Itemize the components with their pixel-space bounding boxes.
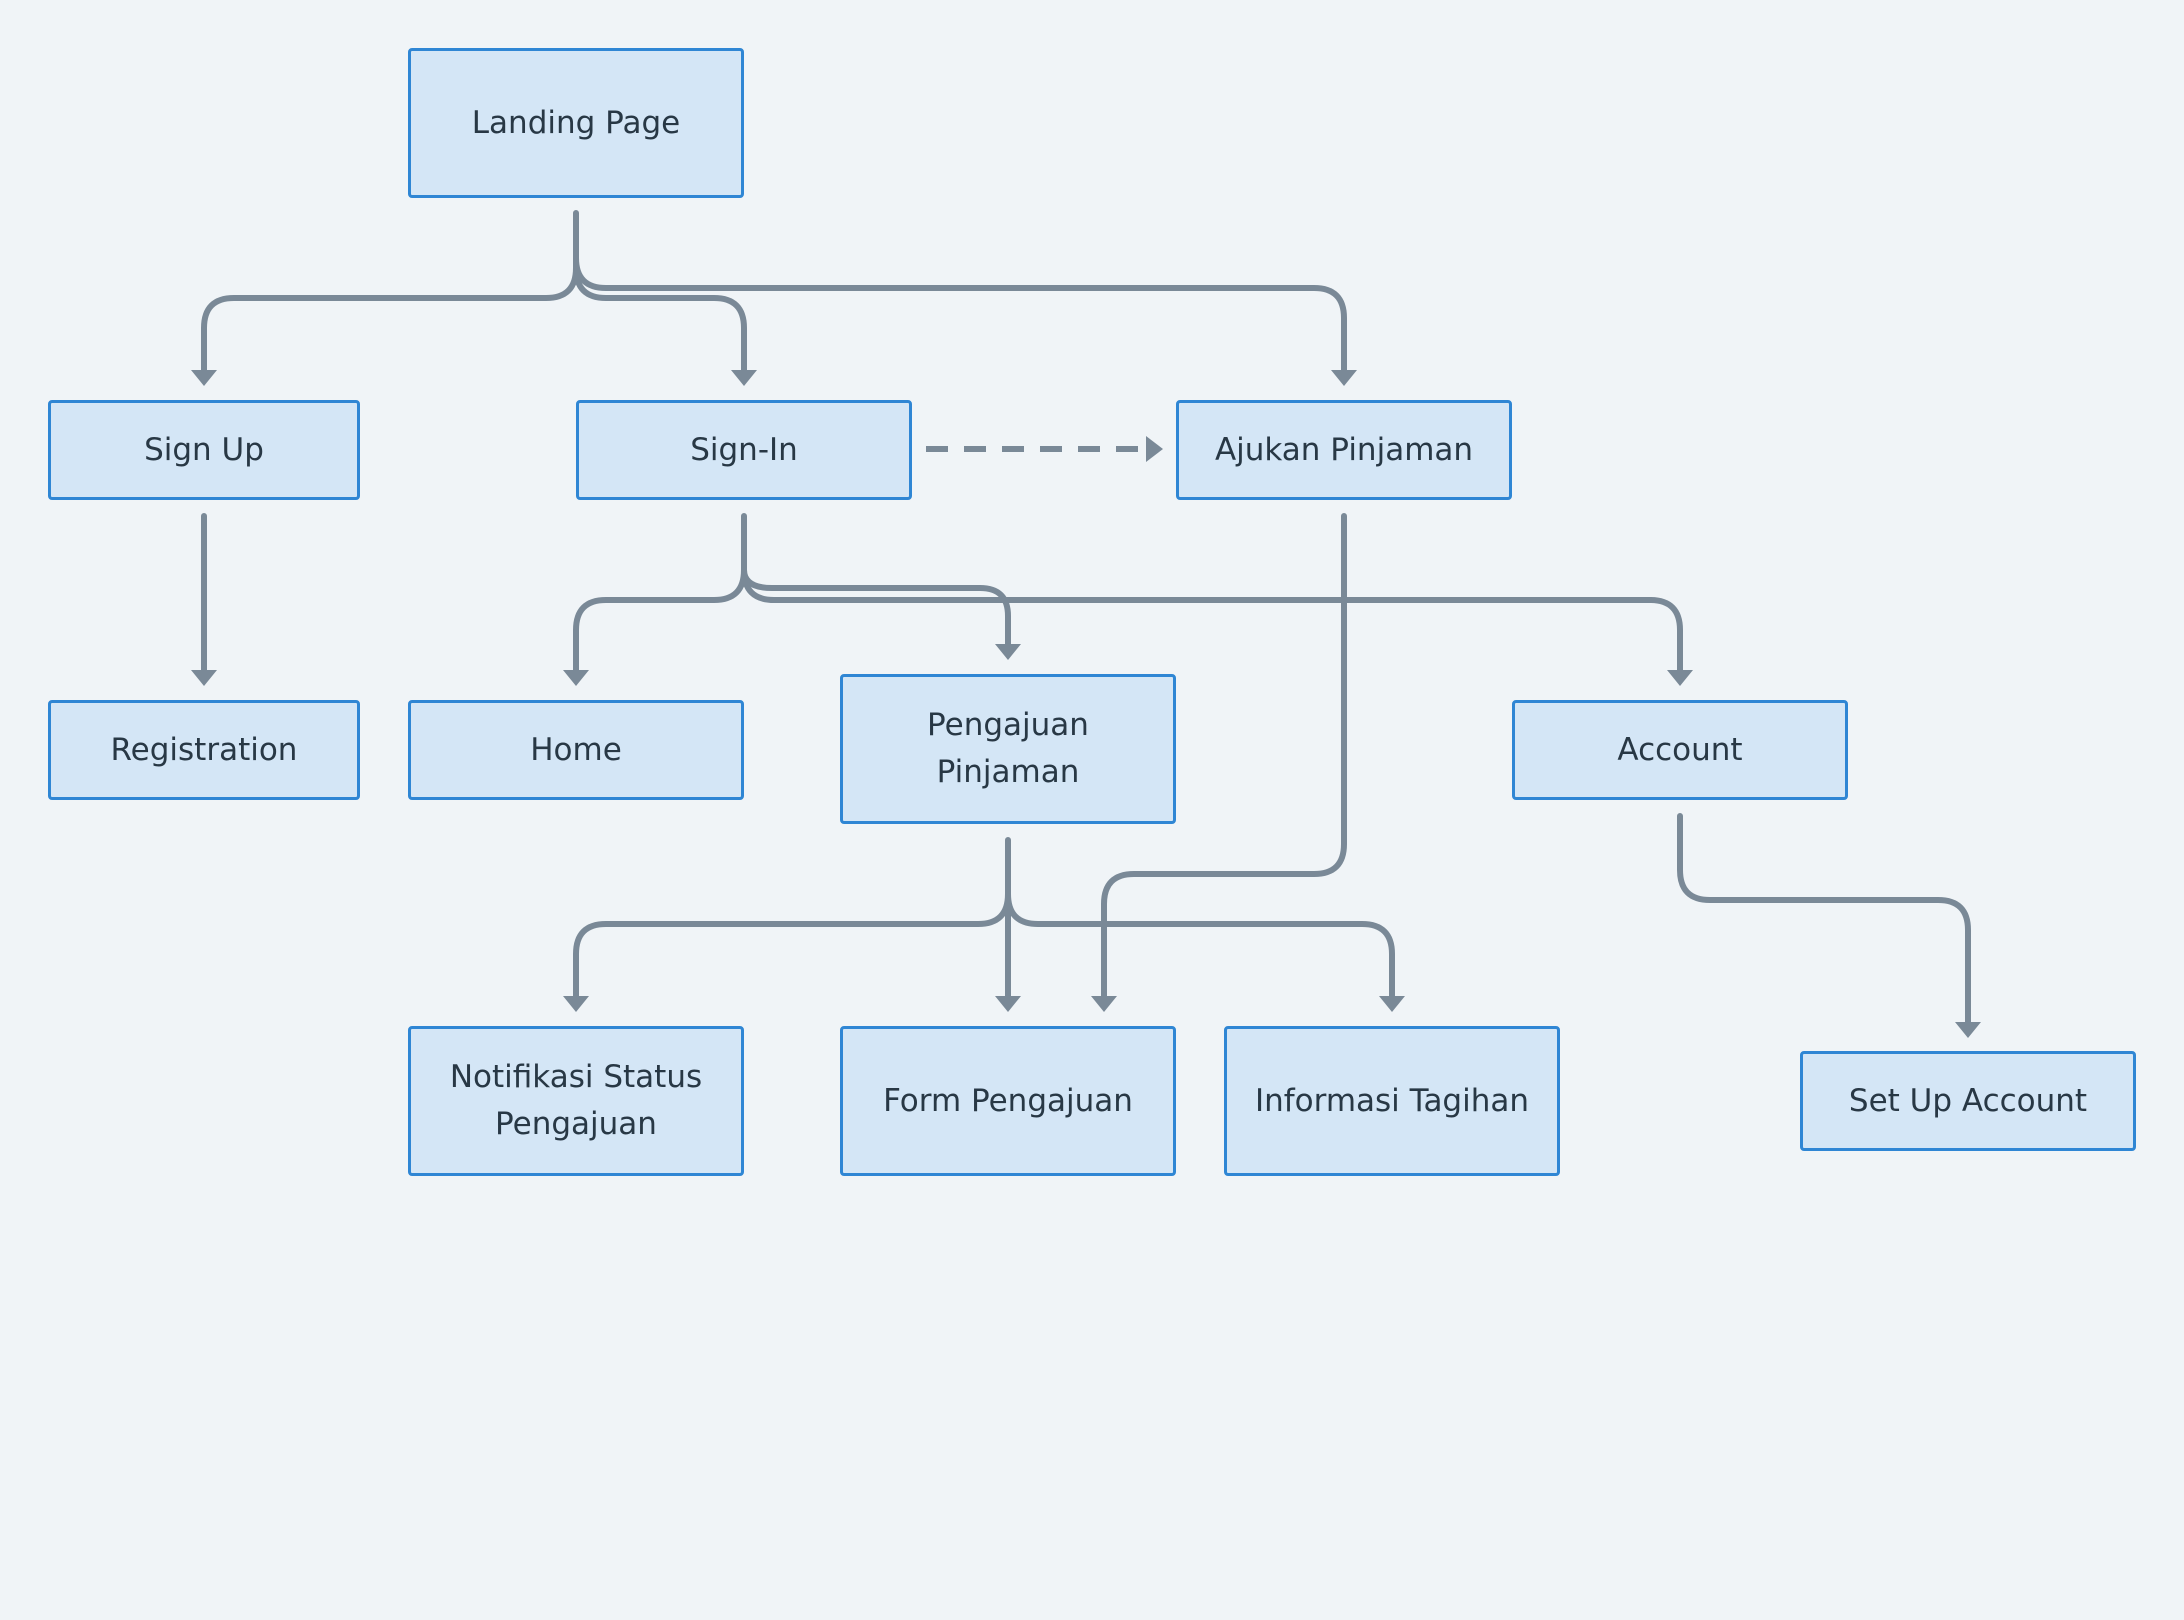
node-ajukan-pinjaman[interactable]: Ajukan Pinjaman (1176, 400, 1512, 500)
node-sign-in[interactable]: Sign-In (576, 400, 912, 500)
edge-pengajuan-to-notifikasi (563, 837, 1011, 1012)
node-form-pengajuan[interactable]: Form Pengajuan (840, 1026, 1176, 1176)
node-label: Account (1617, 731, 1743, 768)
edge-landing-to-signup (191, 210, 579, 386)
edge-landing-to-ajukan (573, 255, 1357, 386)
node-label: Home (530, 731, 622, 768)
edge-signin-to-account (741, 567, 1693, 686)
node-landing-page[interactable]: Landing Page (408, 48, 744, 198)
node-home[interactable]: Home (408, 700, 744, 800)
node-sign-up[interactable]: Sign Up (48, 400, 360, 500)
node-notifikasi-status-pengajuan[interactable]: Notifikasi Status Pengajuan (408, 1026, 744, 1176)
node-pengajuan-pinjaman[interactable]: Pengajuan Pinjaman (840, 674, 1176, 824)
edge-pengajuan-to-form (995, 891, 1021, 1012)
edge-account-to-setup (1677, 813, 1981, 1038)
edge-signup-to-registration (191, 513, 217, 686)
node-label: Sign Up (144, 431, 264, 468)
node-label: Registration (110, 731, 298, 768)
edge-pengajuan-to-tagihan (1005, 891, 1405, 1012)
node-label: Pengajuan Pinjaman (927, 707, 1089, 790)
node-label: Form Pengajuan (883, 1082, 1133, 1119)
edge-signin-to-pengajuan (741, 567, 1021, 660)
edge-signin-to-home (563, 513, 747, 686)
node-label: Ajukan Pinjaman (1214, 431, 1474, 468)
node-informasi-tagihan[interactable]: Informasi Tagihan (1224, 1026, 1560, 1176)
node-label: Notifikasi Status Pengajuan (449, 1059, 703, 1142)
node-set-up-account[interactable]: Set Up Account (1800, 1051, 2136, 1151)
edge-signin-to-ajukan (926, 436, 1163, 462)
node-label: Sign-In (690, 431, 798, 468)
node-label: Landing Page (471, 104, 681, 141)
edge-ajukan-to-form (1091, 513, 1347, 1012)
node-registration[interactable]: Registration (48, 700, 360, 800)
node-account[interactable]: Account (1512, 700, 1848, 800)
node-label: Set Up Account (1848, 1082, 2088, 1119)
node-label: Informasi Tagihan (1254, 1082, 1530, 1119)
edge-landing-to-signin (573, 265, 757, 386)
